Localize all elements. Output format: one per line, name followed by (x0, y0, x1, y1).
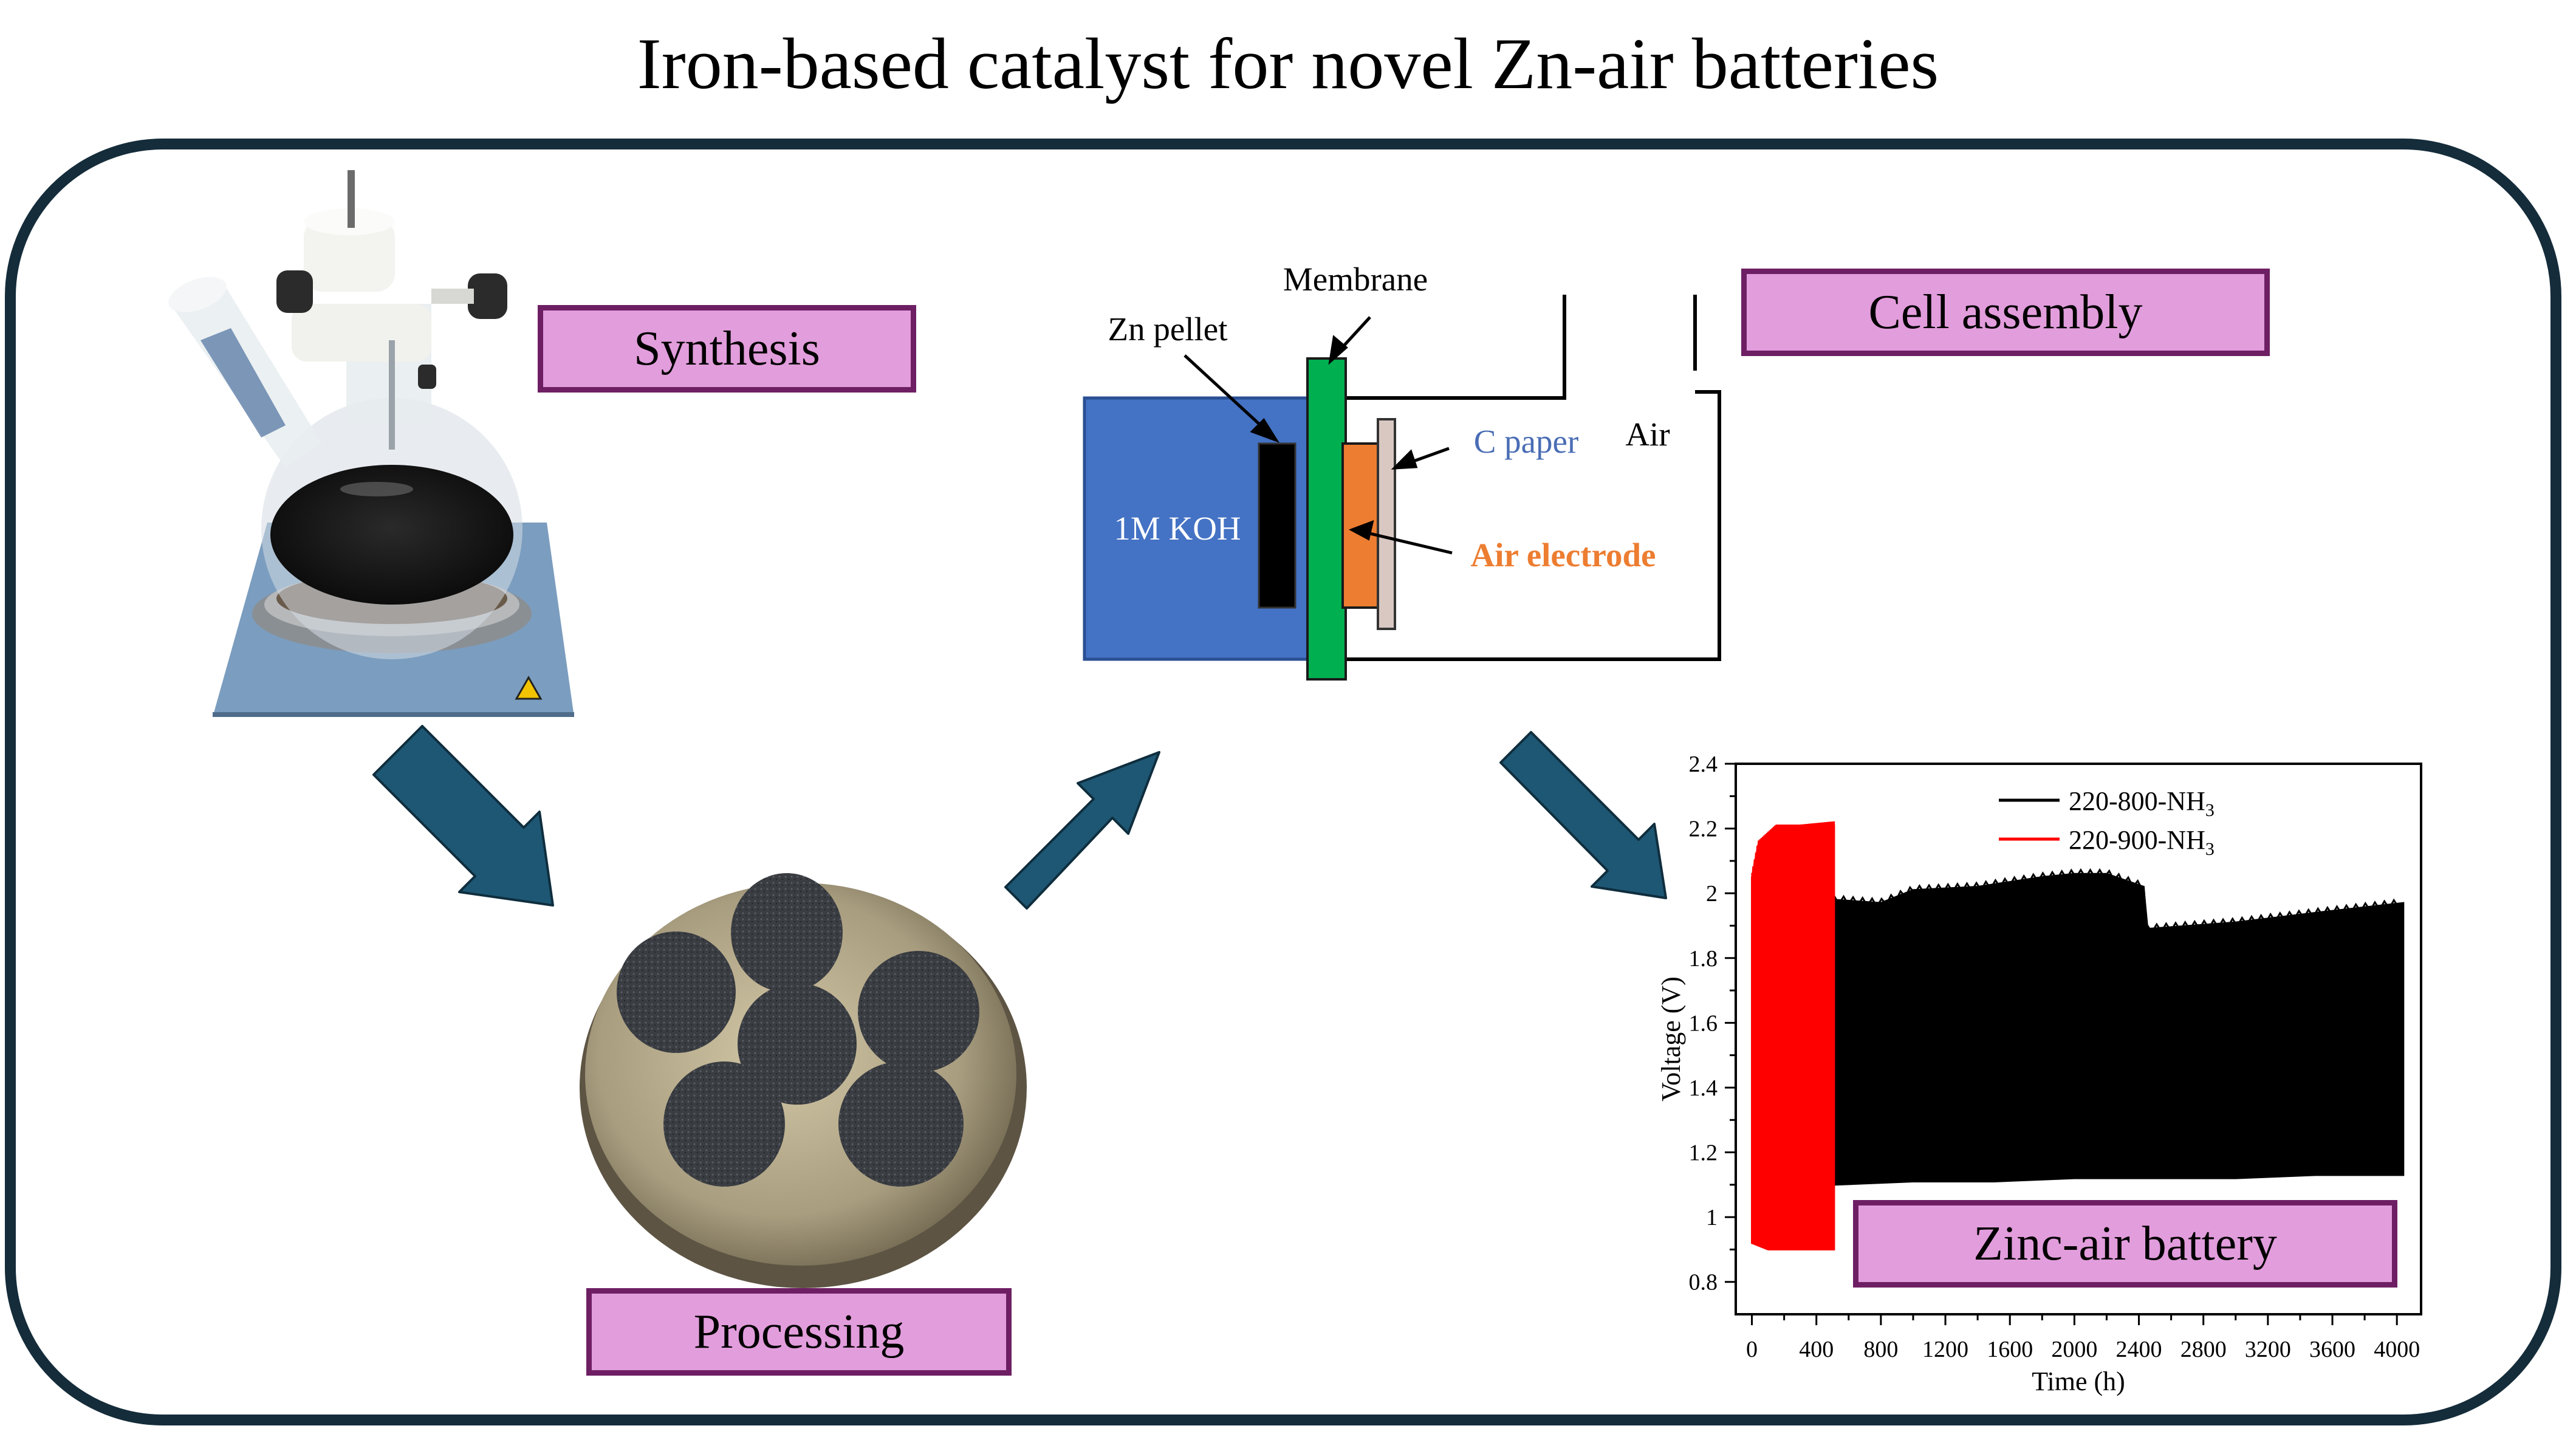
page-title: Iron-based catalyst for novel Zn-air bat… (637, 23, 1939, 104)
legend: 220-800-NH3 220-900-NH3 (1999, 786, 2215, 859)
air-chamber-outline (1331, 390, 1721, 661)
flow-arrows (372, 725, 1667, 910)
y-tick-label-1.2: 1.2 (1689, 1140, 1718, 1166)
synthesis-label: Synthesis (538, 305, 916, 393)
stir-rod (348, 170, 355, 228)
membrane (1306, 357, 1347, 681)
x-tick-label-2000: 2000 (2051, 1337, 2097, 1362)
x-tick-label-2400: 2400 (2116, 1337, 2162, 1362)
cell-diagram: Membrane Zn pellet 1M KOH C paper Air Ai… (1083, 261, 1721, 681)
series-spikes (1751, 821, 1835, 877)
stopper (304, 219, 395, 292)
electrode-disk-3 (738, 983, 857, 1105)
x-tick-label-4000: 4000 (2374, 1337, 2420, 1362)
membrane-label: Membrane (1283, 261, 1428, 298)
zn-pellet-label: Zn pellet (1108, 310, 1227, 348)
c-paper-label: C paper (1474, 423, 1579, 460)
zinc-air-battery-label: Zinc-air battery (1853, 1200, 2397, 1288)
legend-label-220-900: 220-900-NH3 (2069, 825, 2215, 859)
y-tick-label-1.4: 1.4 (1689, 1075, 1718, 1101)
series-220-800-nh3 (1833, 873, 2405, 1186)
annotation-arrows (1184, 316, 1453, 555)
processing-image (580, 873, 1027, 1288)
electrode-disk-1 (731, 873, 843, 992)
electrolyte-label: 1M KOH (1114, 510, 1241, 547)
knob-left (276, 270, 313, 313)
arrow-down-right-2 (1499, 731, 1667, 899)
x-tick-label-3200: 3200 (2245, 1337, 2291, 1362)
x-tick-label-1200: 1200 (1922, 1337, 1968, 1362)
x-tick-label-400: 400 (1799, 1337, 1834, 1362)
clamp-joint (292, 304, 431, 362)
x-tick-label-3600: 3600 (2309, 1337, 2355, 1362)
axis-layer: 0 400 800 1200 1600 2000 2400 2800 3200 3600 4000 0… (1689, 752, 2420, 1362)
synthesis-image (168, 170, 574, 717)
y-tick-label-2.2: 2.2 (1689, 817, 1718, 842)
electrode-disk-4 (858, 951, 979, 1072)
cycling-chart: 0 400 800 1200 1600 2000 2400 2800 3200 3600 4000 0… (1656, 752, 2422, 1396)
y-tick-label-1.8: 1.8 (1689, 946, 1718, 972)
series-layer (1751, 821, 2405, 1250)
air-electrode-label: Air electrode (1471, 537, 1656, 574)
arrow-up-right (1004, 751, 1160, 910)
legend-label-220-800: 220-800-NH3 (2069, 786, 2215, 820)
x-tick-label-2800: 2800 (2180, 1337, 2227, 1362)
plot-frame (1735, 763, 2422, 1315)
y-tick-label-2: 2 (1706, 881, 1718, 907)
x-axis-label: Time (h) (2032, 1367, 2125, 1396)
series-spikes (1833, 868, 2400, 931)
x-tick-label-800: 800 (1863, 1337, 1898, 1362)
y-tick-label-0.8: 0.8 (1689, 1270, 1718, 1295)
knob-right (468, 273, 507, 319)
y-tick-label-1.6: 1.6 (1689, 1010, 1718, 1036)
processing-label: Processing (586, 1288, 1012, 1376)
electrode-disk-5 (663, 1061, 785, 1187)
y-tick-label-1: 1 (1706, 1205, 1718, 1230)
zn-pellet (1258, 442, 1297, 609)
cell-assembly-label: Cell assembly (1741, 269, 2270, 356)
y-axis-label: Voltage (V) (1656, 976, 1686, 1102)
x-tick-label-1600: 1600 (1987, 1337, 2033, 1362)
electrode-disk-2 (617, 931, 736, 1053)
rounded-frame (5, 139, 2561, 1425)
warning-icon (515, 675, 543, 700)
black-dispersion (270, 465, 513, 605)
series-220-900-nh3 (1751, 824, 1835, 1250)
arrow-down-right-1 (372, 725, 554, 907)
y-tick-label-2.4: 2.4 (1689, 752, 1718, 777)
electrode-disk-6 (838, 1061, 964, 1187)
air-label: Air (1625, 416, 1670, 453)
x-tick-label-0: 0 (1746, 1337, 1758, 1362)
c-paper (1377, 418, 1396, 630)
